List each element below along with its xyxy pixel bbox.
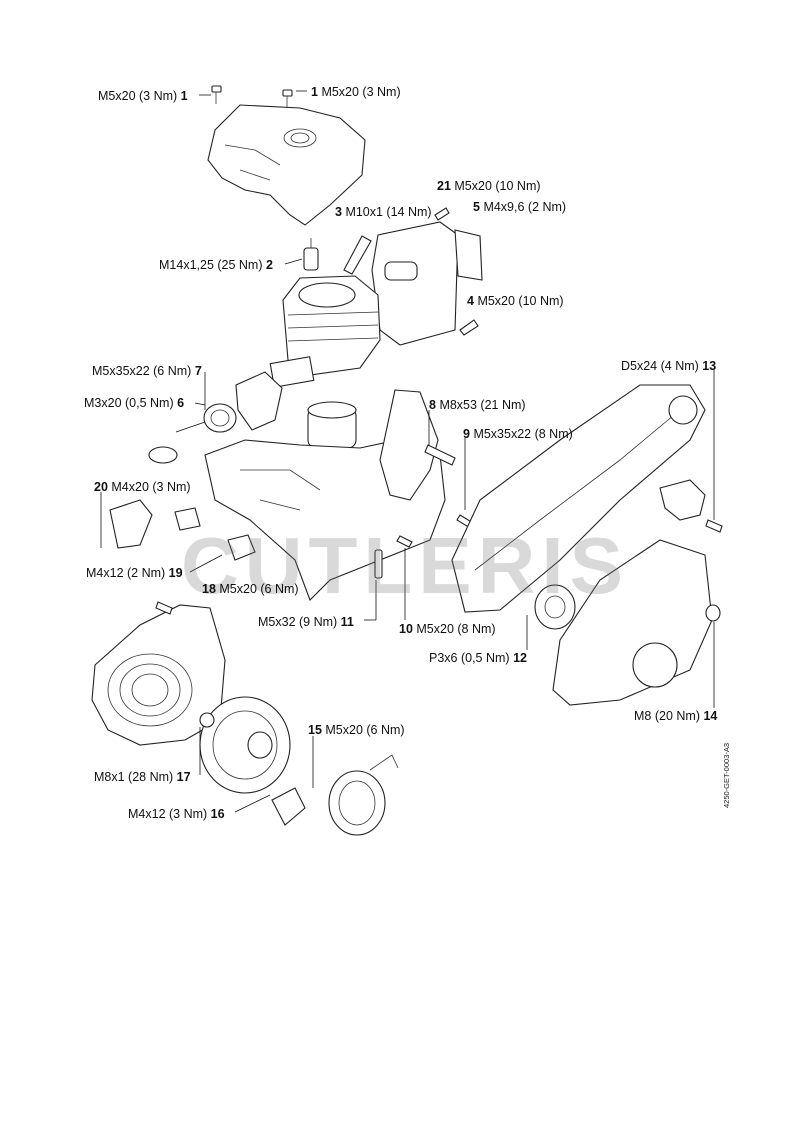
label-12: P3x6 (0,5 Nm) 12 [429, 651, 527, 665]
ignition-module [271, 787, 306, 826]
belt-pulley [534, 584, 576, 630]
carburetor [235, 371, 283, 431]
crankcase [204, 439, 446, 601]
label-8: 8 M8x53 (21 Nm) [429, 398, 526, 412]
label-5: 5 M4x9,6 (2 Nm) [473, 200, 567, 214]
top-cover [207, 104, 366, 226]
nut-17 [199, 712, 215, 728]
screw-11 [374, 549, 383, 579]
stud-8 [424, 444, 456, 466]
nut-14 [705, 604, 721, 622]
label-1-right: 1 M5x20 (3 Nm) [311, 85, 401, 99]
label-6: M3x20 (0,5 Nm) 6 [84, 396, 185, 410]
document-id: 4250-GET-0003-A3 [722, 742, 731, 808]
label-20: 20 M4x20 (3 Nm) [94, 480, 191, 494]
label-19: M4x12 (2 Nm) 19 [86, 566, 183, 580]
spark-plug [303, 238, 319, 271]
leader-lines [100, 90, 715, 813]
spark-arrestor-screen [454, 229, 483, 281]
label-11: M5x32 (9 Nm) 11 [258, 615, 354, 629]
label-2: M14x1,25 (25 Nm) 2 [159, 258, 273, 272]
screw-10 [396, 535, 413, 548]
label-21: 21 M5x20 (10 Nm) [437, 179, 541, 193]
cylinder [282, 275, 381, 376]
screw-4 [459, 319, 479, 336]
label-7: M5x35x22 (6 Nm) 7 [92, 364, 202, 378]
screw-18 [155, 601, 173, 615]
screw-21 [434, 207, 450, 221]
hose-clamp [148, 446, 178, 464]
starter-ring [328, 754, 399, 836]
label-4: 4 M5x20 (10 Nm) [467, 294, 564, 308]
sensor-parts [109, 499, 256, 561]
cylinder-gasket [269, 356, 315, 388]
label-3: 3 M10x1 (14 Nm) [335, 205, 432, 219]
intake-manifold [203, 403, 237, 433]
screw-1-right [282, 89, 293, 108]
flywheel [199, 696, 291, 794]
label-15: 15 M5x20 (6 Nm) [308, 723, 405, 737]
label-18: 18 M5x20 (6 Nm) [202, 582, 299, 596]
label-10: 10 M5x20 (8 Nm) [399, 622, 496, 636]
support-bracket [379, 389, 439, 501]
decompression-valve [343, 235, 372, 275]
screw-1-left [211, 85, 222, 104]
label-13: D5x24 (4 Nm) 13 [621, 359, 717, 373]
muffler [371, 221, 459, 346]
chain-tensioner [659, 479, 723, 533]
label-17: M8x1 (28 Nm) 17 [94, 770, 191, 784]
piston [307, 401, 357, 449]
screw-6 [175, 421, 206, 433]
label-16: M4x12 (3 Nm) 16 [128, 807, 225, 821]
label-1-left: M5x20 (3 Nm) 1 [98, 89, 188, 103]
watermark: CUTLERIS [181, 521, 629, 610]
label-9: 9 M5x35x22 (8 Nm) [463, 427, 573, 441]
label-14: M8 (20 Nm) 14 [634, 709, 718, 723]
